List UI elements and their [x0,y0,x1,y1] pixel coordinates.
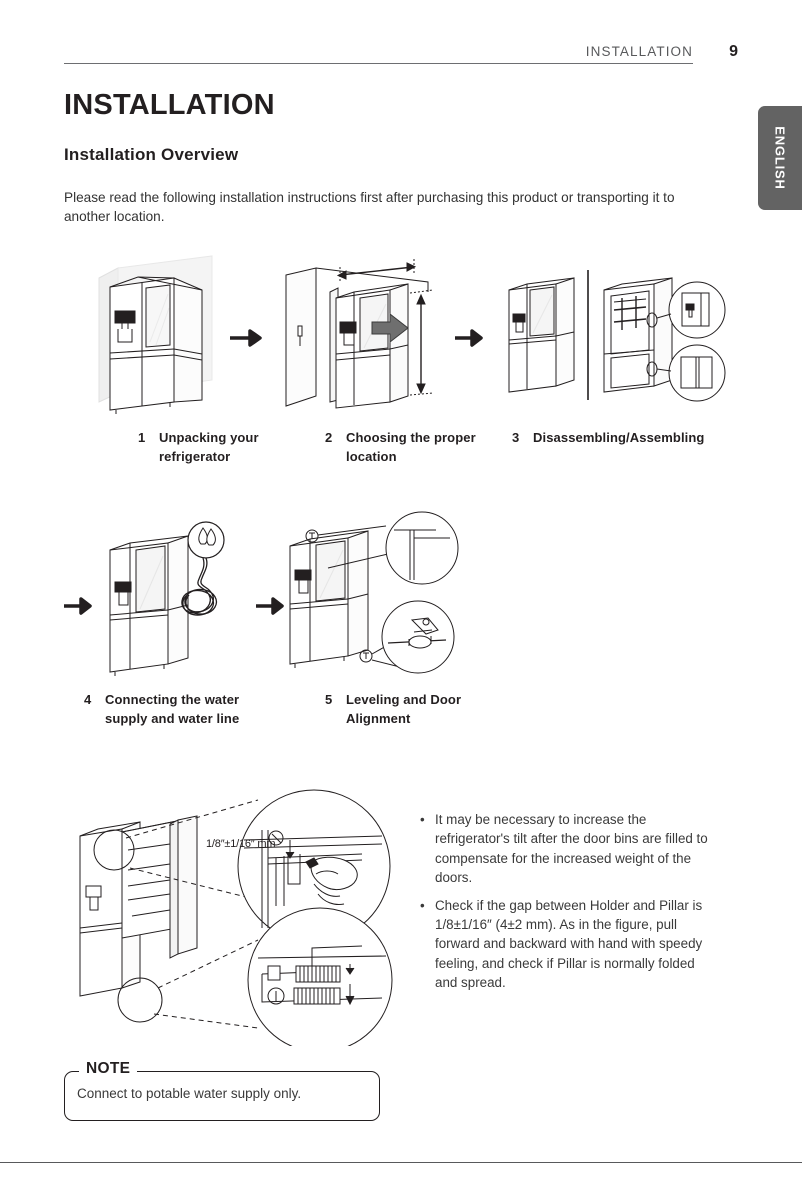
step-number: 5 [325,692,333,707]
step-number: 2 [325,430,333,445]
bullet-text: Check if the gap between Holder and Pill… [435,897,703,991]
figure-step-2 [278,250,493,420]
list-item: • Check if the gap between Holder and Pi… [420,896,720,993]
bullet-icon: • [420,812,425,827]
arrow-icon [64,597,92,615]
figure-door-gap-detail [62,788,397,1046]
step-number: 4 [84,692,92,707]
step-label: Unpacking your refrigerator [159,430,259,464]
header-section-title: INSTALLATION [585,44,693,59]
figure-step-4 [60,512,300,682]
step-label: Choosing the proper location [346,430,476,464]
note-text: Connect to potable water supply only. [77,1086,302,1101]
section-subtitle: Installation Overview [64,145,239,164]
language-tab: ENGLISH [758,106,802,210]
list-item: • It may be necessary to increase the re… [420,810,720,888]
page-title: INSTALLATION [64,89,275,121]
note-label: NOTE [79,1060,138,1078]
header-rule [64,63,693,64]
page-number: 9 [729,43,738,60]
footer-rule [0,1162,802,1164]
language-tab-label: ENGLISH [772,126,788,190]
note-box: NOTE Connect to potable water supply onl… [64,1060,380,1121]
step-label: Disassembling/Assembling [533,430,705,445]
step-number: 1 [138,430,146,445]
figure-step-1 [84,250,284,420]
intro-paragraph: Please read the following installation i… [64,190,675,224]
step-caption-2: 2 Choosing the proper location [325,428,485,466]
step-caption-1: 1 Unpacking your refrigerator [138,428,298,466]
bullet-icon: • [420,897,425,913]
running-header: INSTALLATION 9 [64,34,738,64]
arrow-icon [256,597,284,615]
step-caption-4: 4 Connecting the water supply and water … [84,690,244,728]
step-label: Leveling and Door Alignment [346,692,462,726]
step-caption-3: 3 Disassembling/Assembling [512,428,732,447]
figure-step-3 [494,258,729,413]
figure-step-5 [276,508,471,680]
arrow-icon [230,329,262,347]
bullet-list: • It may be necessary to increase the re… [420,810,720,1001]
step-caption-5: 5 Leveling and Door Alignment [325,690,485,728]
arrow-icon [455,329,483,347]
gap-measurement-label: 1/8″±1/16″ mm [206,838,276,850]
bullet-text: It may be necessary to increase the refr… [435,812,708,886]
step-label: Connecting the water supply and water li… [105,692,240,726]
step-number: 3 [512,430,520,445]
